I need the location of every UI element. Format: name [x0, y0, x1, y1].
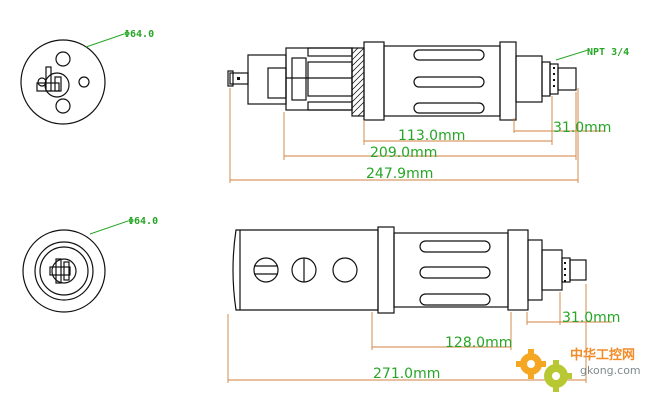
watermark-url: gkong.com	[580, 364, 641, 377]
watermark: 中华工控网 gkong.com	[516, 347, 641, 392]
top-knurl-hatch	[351, 47, 365, 117]
bottom-diameter-label: Φ64.0	[128, 216, 158, 227]
dim-bottom-31: 31.0mm	[562, 310, 620, 326]
bottom-end-view	[22, 229, 106, 313]
top-dimensions	[229, 88, 604, 183]
watermark-cn: 中华工控网	[570, 347, 635, 363]
bottom-fitting-dots	[564, 262, 566, 282]
top-fitting-dots	[237, 67, 555, 87]
dim-top-113: 113.0mm	[398, 128, 465, 144]
bottom-diameter-leader: Φ64.0	[89, 216, 158, 235]
dim-top-31: 31.0mm	[553, 120, 611, 136]
top-thread-leader: NPT 3/4	[555, 47, 629, 61]
top-end-view	[20, 39, 106, 125]
bottom-dimensions	[227, 284, 612, 383]
top-diameter-leader: Φ64.0	[85, 29, 154, 48]
bottom-side-view	[232, 226, 587, 314]
top-diameter-label: Φ64.0	[124, 29, 154, 40]
dim-top-247: 247.9mm	[366, 166, 433, 182]
dim-top-209: 209.0mm	[370, 145, 437, 161]
dim-bottom-271: 271.0mm	[373, 366, 440, 382]
top-side-view	[227, 41, 577, 121]
dim-bottom-128: 128.0mm	[445, 335, 512, 351]
thread-label: NPT 3/4	[587, 47, 629, 58]
gear-logo-icon	[516, 349, 572, 392]
